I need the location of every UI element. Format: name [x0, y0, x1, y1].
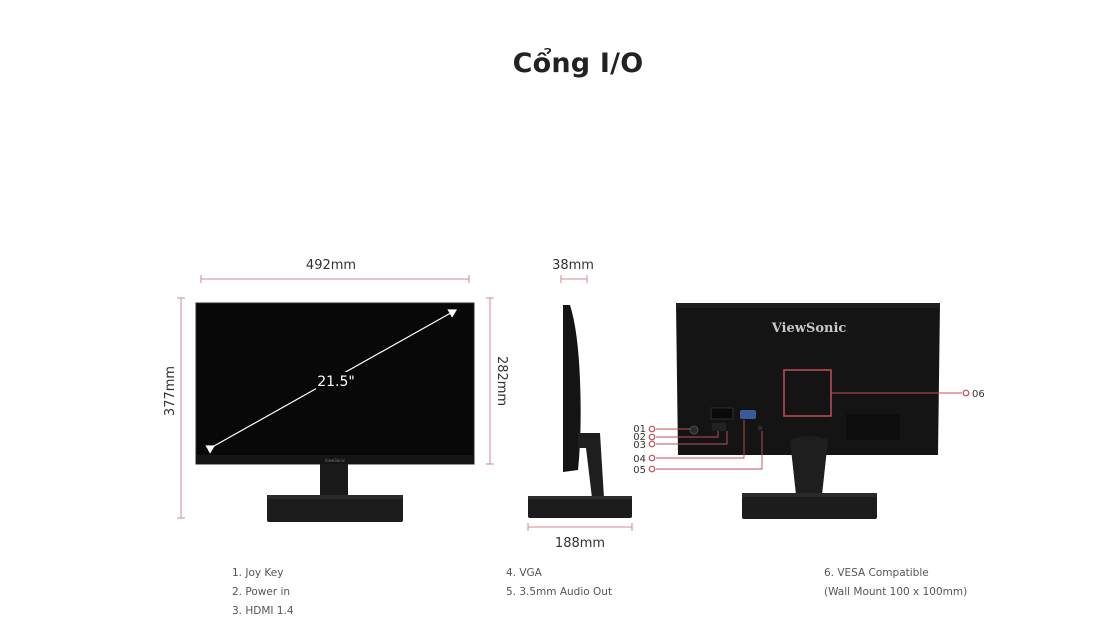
legend-item: 3. HDMI 1.4 — [232, 605, 294, 617]
screen-height-label: 282mm — [494, 356, 509, 406]
legend-column-1: 1. Joy Key 2. Power in 3. HDMI 1.4 — [232, 564, 294, 621]
front-height-label: 377mm — [163, 366, 178, 416]
legend-item: 6. VESA Compatible — [824, 567, 929, 579]
side-monitor-profile — [563, 305, 581, 472]
callout-06: 06 — [972, 389, 985, 400]
legend-item: 5. 3.5mm Audio Out — [506, 586, 613, 598]
side-depth-label: 38mm — [552, 258, 594, 273]
side-stand-arm — [578, 433, 604, 498]
front-stand-neck — [320, 464, 348, 498]
callout-05: 05 — [633, 465, 646, 476]
legend-column-2: 4. VGA 5. 3.5mm Audio Out — [506, 564, 612, 602]
legend-item: 1. Joy Key — [232, 567, 284, 579]
callout-04: 04 — [633, 454, 646, 465]
port-hdmi — [712, 423, 726, 431]
legend-item: (Wall Mount 100 x 100mm) — [824, 586, 968, 598]
legend-item: 4. VGA — [506, 567, 542, 579]
legend-column-3: 6. VESA Compatible (Wall Mount 100 x 100… — [824, 564, 967, 602]
side-view: 38mm 188mm — [527, 258, 633, 551]
back-stand-neck — [790, 436, 828, 495]
callout-lines — [656, 392, 962, 470]
front-bezel-logo: ViewSonic — [325, 458, 345, 463]
back-stand-base — [742, 493, 877, 519]
port-vga — [740, 410, 756, 419]
front-stand-base — [267, 495, 403, 522]
side-stand-base — [528, 496, 632, 518]
port-joy-key — [689, 425, 699, 435]
back-view: ViewSonic 01 0 — [633, 303, 985, 519]
side-base-label: 188mm — [555, 536, 605, 551]
callout-01: 01 — [633, 424, 646, 435]
callout-markers — [648, 389, 970, 473]
front-view: 492mm 377mm 282mm ViewSonic 21.5" — [163, 258, 509, 522]
legend-item: 2. Power in — [232, 586, 291, 598]
callout-02: 02 — [633, 432, 646, 443]
page-title: Cổng I/O — [512, 48, 644, 79]
diagonal-label: 21.5" — [317, 374, 355, 390]
callout-03: 03 — [633, 440, 646, 451]
front-width-label: 492mm — [306, 258, 356, 273]
back-brand-logo: ViewSonic — [771, 321, 847, 336]
port-audio — [757, 425, 763, 431]
port-power — [710, 407, 734, 420]
